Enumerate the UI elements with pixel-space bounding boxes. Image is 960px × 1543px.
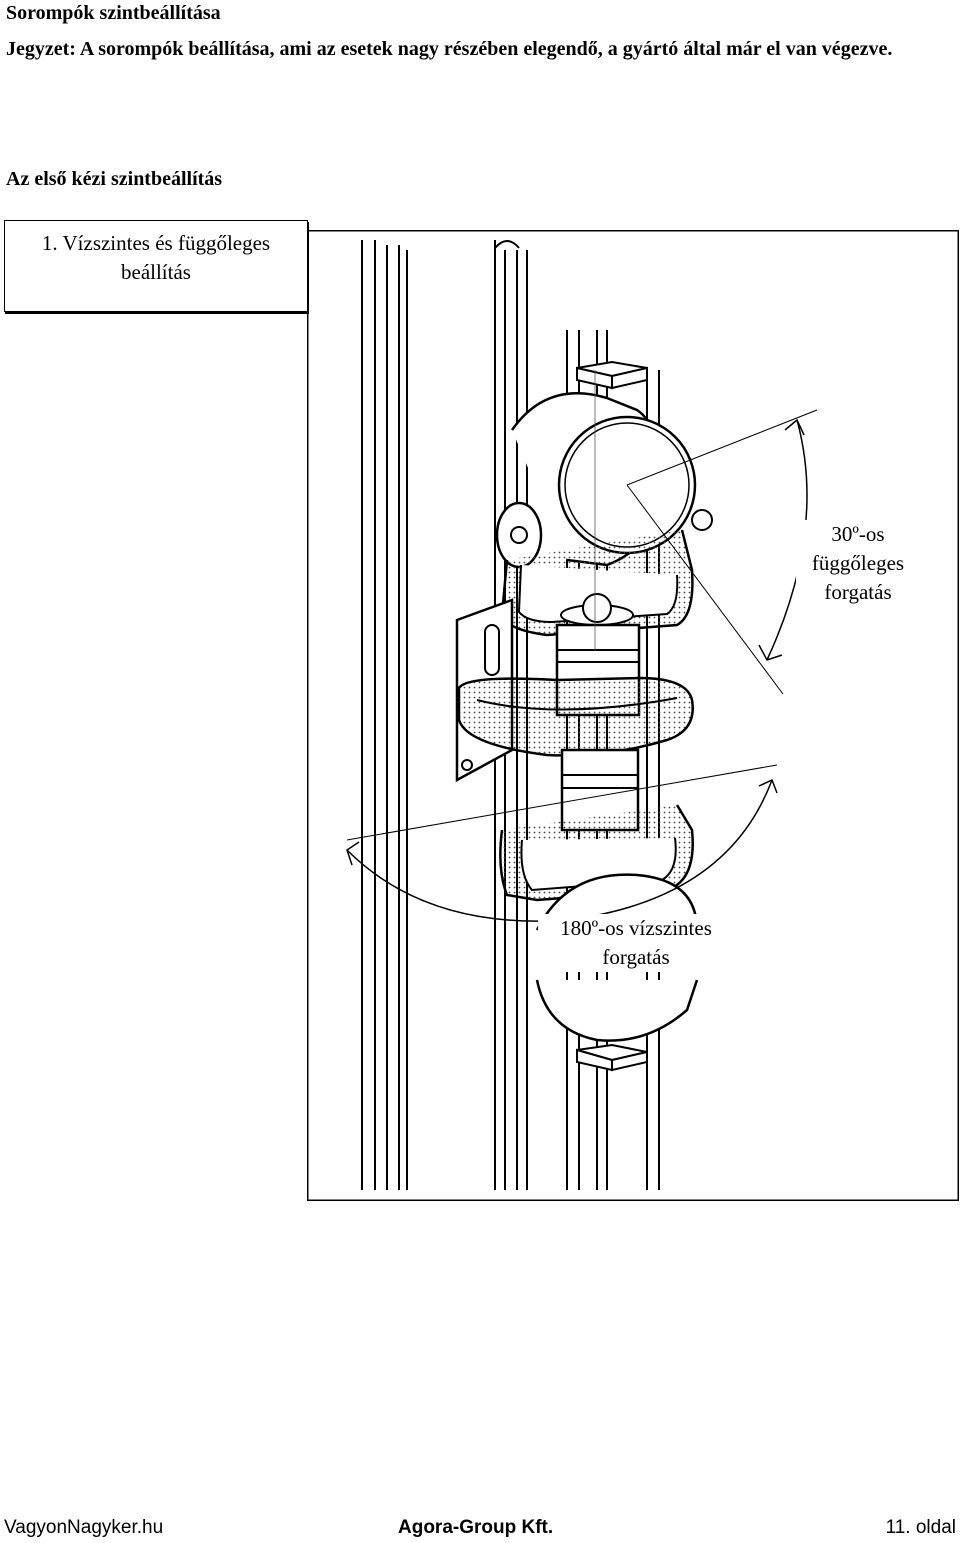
page-title: Sorompók szintbeállítása xyxy=(6,2,221,24)
footer-page-number: 11. oldal xyxy=(885,1517,956,1538)
note-text: Jegyzet: A sorompók beállítása, ami az e… xyxy=(6,38,893,60)
footer-company: Agora-Group Kft. xyxy=(398,1517,554,1538)
horizontal-rotation-caption: 180º-os vízszintes forgatás xyxy=(538,914,734,972)
footer-website: VagyonNagyker.hu xyxy=(4,1517,164,1538)
barrier-bracket-illustration xyxy=(307,230,959,1201)
section-heading: Az első kézi szintbeállítás xyxy=(6,168,223,190)
vertical-rotation-caption: 30º-os függőleges forgatás xyxy=(796,520,920,607)
step-label-box: 1. Vízszintes és függőleges beállítás xyxy=(4,220,308,312)
